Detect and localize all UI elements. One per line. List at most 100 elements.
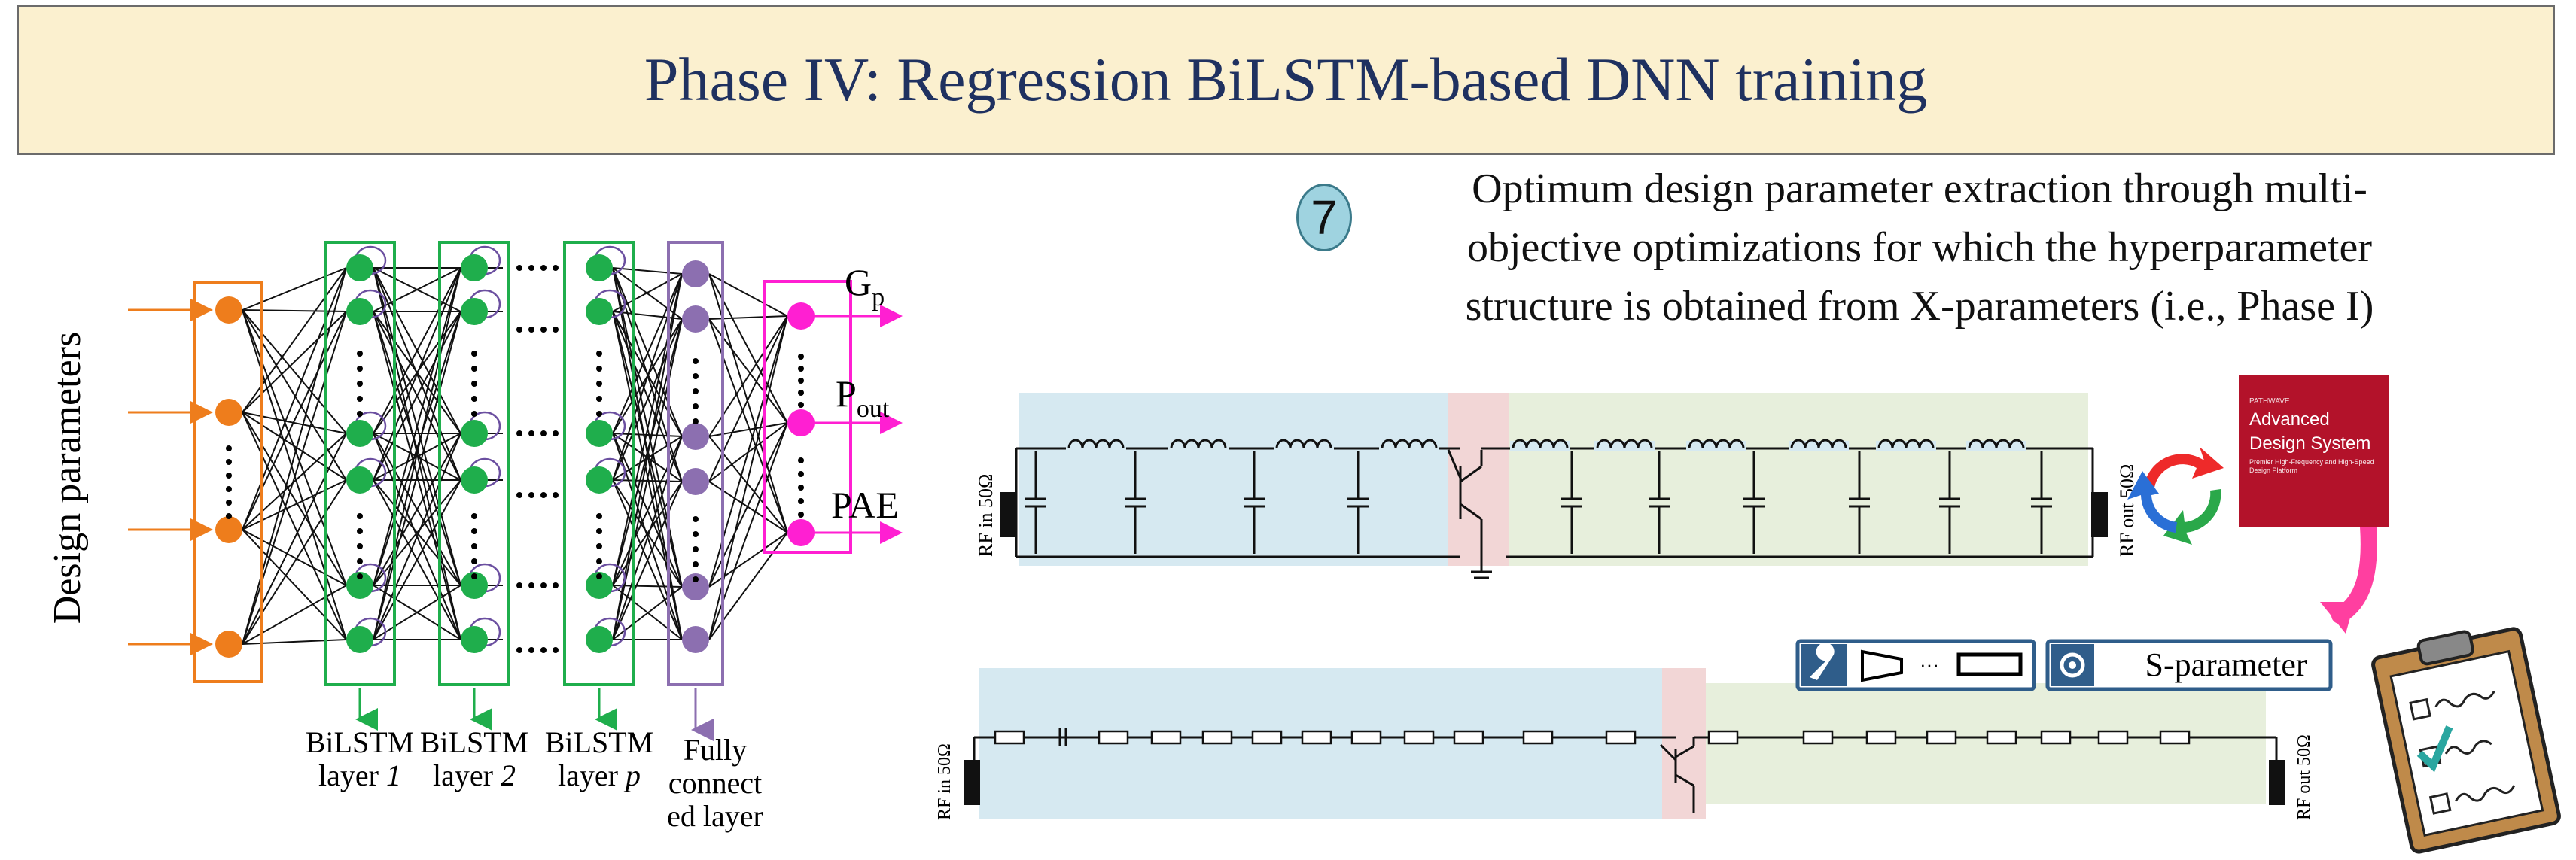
ellipsis-dot bbox=[226, 459, 232, 465]
input-node bbox=[215, 516, 242, 543]
ellipsis-dot bbox=[471, 528, 477, 534]
ellipsis-dot bbox=[693, 388, 699, 394]
ellipsis-dot bbox=[540, 492, 547, 498]
connection-line bbox=[612, 273, 683, 434]
toolbar-ellipsis: ··· bbox=[1920, 653, 1939, 676]
amplifier-icon[interactable] bbox=[1861, 649, 1903, 682]
output-label-pae: PAE bbox=[831, 484, 899, 526]
fc-label-line1: Fully bbox=[684, 733, 747, 767]
ellipsis-dot bbox=[226, 473, 232, 479]
bilstm-2-node bbox=[461, 254, 488, 281]
inductor bbox=[1275, 439, 1332, 449]
connection-line bbox=[373, 433, 461, 640]
input-node bbox=[215, 631, 242, 658]
connection-line bbox=[242, 412, 347, 640]
ellipsis-dot bbox=[528, 647, 534, 653]
ellipsis-dot bbox=[596, 543, 602, 549]
ellipsis-dot bbox=[596, 573, 602, 579]
connection-line bbox=[242, 529, 347, 640]
ellipsis-dot bbox=[553, 492, 559, 498]
fully-connected-layer-box bbox=[667, 241, 724, 686]
ellipsis-dot bbox=[693, 531, 699, 537]
bottom-transistor-zone bbox=[1662, 668, 1706, 819]
ellipsis-dot bbox=[357, 396, 363, 402]
ellipsis-dot bbox=[798, 354, 804, 360]
top-transistor-zone bbox=[1448, 393, 1509, 566]
bilstm-layer-1-box bbox=[324, 241, 396, 686]
checklist-clipboard-icon bbox=[2371, 627, 2561, 854]
bottom-rf-in-port bbox=[964, 760, 980, 805]
fc-label-line3: ed layer bbox=[667, 799, 763, 833]
ellipsis-dot bbox=[357, 351, 363, 357]
connection-line bbox=[708, 273, 788, 533]
connection-line bbox=[242, 311, 347, 645]
connection-line bbox=[242, 529, 347, 586]
ellipsis-dot bbox=[357, 573, 363, 579]
bottom-ladder-network bbox=[973, 728, 2278, 761]
ellipsis-dot bbox=[471, 543, 477, 549]
ads-subtitle: Premier High-Frequency and High-Speed De… bbox=[2249, 458, 2374, 474]
ellipsis-dot bbox=[471, 573, 477, 579]
ellipsis-dot bbox=[357, 558, 363, 564]
ads-title-line2: Design System bbox=[2249, 433, 2371, 454]
ellipsis-dot bbox=[528, 327, 534, 333]
inductor bbox=[1512, 439, 1569, 449]
s-parameter-label[interactable]: S-parameter bbox=[2145, 646, 2307, 683]
ellipsis-dot bbox=[798, 402, 804, 408]
ellipsis-dot bbox=[596, 396, 602, 402]
bilstm-2-node bbox=[461, 626, 488, 653]
ellipsis-dot bbox=[693, 373, 699, 379]
connection-line bbox=[612, 436, 683, 586]
ellipsis-dot bbox=[798, 498, 804, 504]
connection-line bbox=[242, 309, 347, 640]
connection-line bbox=[373, 267, 461, 312]
inductor bbox=[1381, 439, 1438, 449]
bilstm-p-node bbox=[586, 420, 613, 447]
ellipsis-dot bbox=[540, 327, 547, 333]
ellipsis-dot bbox=[540, 582, 547, 588]
transmission-line-segment bbox=[1605, 730, 1637, 745]
network-connections bbox=[242, 267, 788, 645]
output-arrows bbox=[799, 305, 903, 544]
connection-line bbox=[242, 267, 347, 413]
bilstm-1-node bbox=[346, 420, 373, 447]
connection-line bbox=[242, 479, 347, 530]
bilstm-p-node bbox=[586, 626, 613, 653]
ellipsis-dot bbox=[553, 647, 559, 653]
schematic-toolbar: ··· bbox=[1795, 639, 2036, 691]
ellipsis-dot bbox=[516, 265, 522, 271]
resistor-icon[interactable] bbox=[1956, 652, 2023, 676]
connection-line bbox=[242, 433, 347, 530]
ellipsis-dot bbox=[798, 485, 804, 491]
step-line-2: objective optimizations for which the hy… bbox=[1466, 224, 2372, 271]
transmission-line-segment bbox=[1150, 730, 1182, 745]
ellipsis-dot bbox=[596, 351, 602, 357]
inductor bbox=[1968, 439, 2025, 449]
phase-banner: Phase IV: Regression BiLSTM-based DNN tr… bbox=[17, 5, 2555, 155]
ellipsis-dot bbox=[693, 516, 699, 522]
connection-line bbox=[612, 267, 683, 275]
ellipsis-dot bbox=[798, 457, 804, 463]
input-layer-box bbox=[193, 281, 263, 683]
ellipsis-dot bbox=[596, 381, 602, 387]
ellipsis-dot bbox=[226, 445, 232, 451]
connection-line bbox=[373, 479, 461, 640]
connection-line bbox=[708, 315, 788, 320]
connection-line bbox=[242, 309, 347, 586]
ellipsis-dot bbox=[596, 513, 602, 519]
ellipsis-dot bbox=[516, 430, 522, 436]
ellipsis-dot bbox=[553, 430, 559, 436]
connection-line bbox=[612, 273, 683, 481]
connection-line bbox=[708, 315, 788, 640]
output-label-pout: Pout bbox=[836, 372, 890, 423]
ellipsis-dot bbox=[693, 546, 699, 552]
connection-line bbox=[242, 412, 347, 434]
transmission-line-segment bbox=[1522, 730, 1554, 745]
ellipsis-dot bbox=[528, 265, 534, 271]
fc-node bbox=[682, 468, 709, 495]
connection-line bbox=[242, 267, 347, 530]
ellipsis-dot bbox=[357, 411, 363, 417]
bilstm-network: Design parameters Gp Pout PAE BiLSTM lay… bbox=[46, 241, 903, 833]
fc-node bbox=[682, 260, 709, 287]
